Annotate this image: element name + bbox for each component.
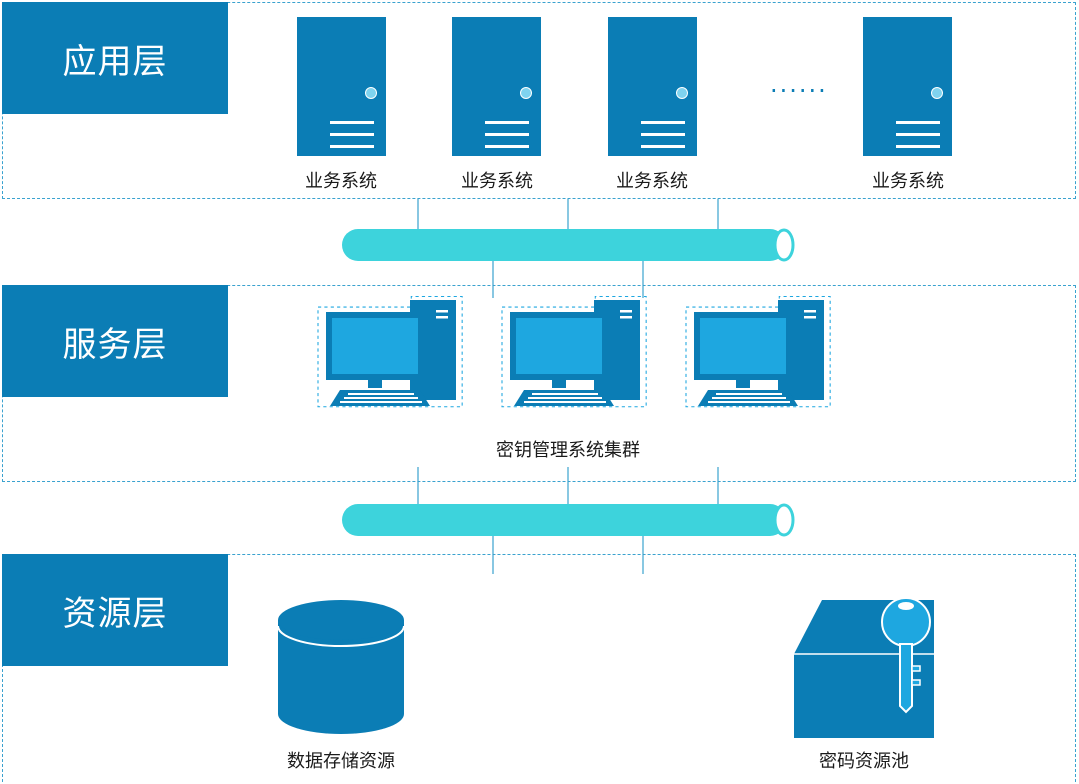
data-storage-label: 数据存储资源 <box>287 751 395 772</box>
server-label: 业务系统 <box>461 171 533 192</box>
resource-layer-region <box>2 554 1076 782</box>
lower-pipe-bus-icon <box>342 503 795 537</box>
server-icon <box>452 17 541 156</box>
server-label: 业务系统 <box>872 171 944 192</box>
server-icon <box>608 17 697 156</box>
service-layer-label: 服务层 <box>2 285 228 397</box>
application-layer-label: 应用层 <box>2 2 228 114</box>
database-icon <box>277 600 405 734</box>
computer-icon <box>501 295 647 408</box>
server-label: 业务系统 <box>616 171 688 192</box>
computer-icon <box>685 295 831 408</box>
upper-pipe-bus-icon <box>342 228 795 262</box>
key-pool-label: 密码资源池 <box>819 751 909 772</box>
server-label: 业务系统 <box>305 171 377 192</box>
server-icon <box>297 17 386 156</box>
kms-cluster-label: 密钥管理系统集群 <box>496 440 640 461</box>
key-box-icon <box>794 597 934 738</box>
computer-icon <box>317 295 463 408</box>
more-servers-ellipsis: ...... <box>770 70 828 98</box>
resource-layer-label: 资源层 <box>2 554 228 666</box>
server-icon <box>863 17 952 156</box>
